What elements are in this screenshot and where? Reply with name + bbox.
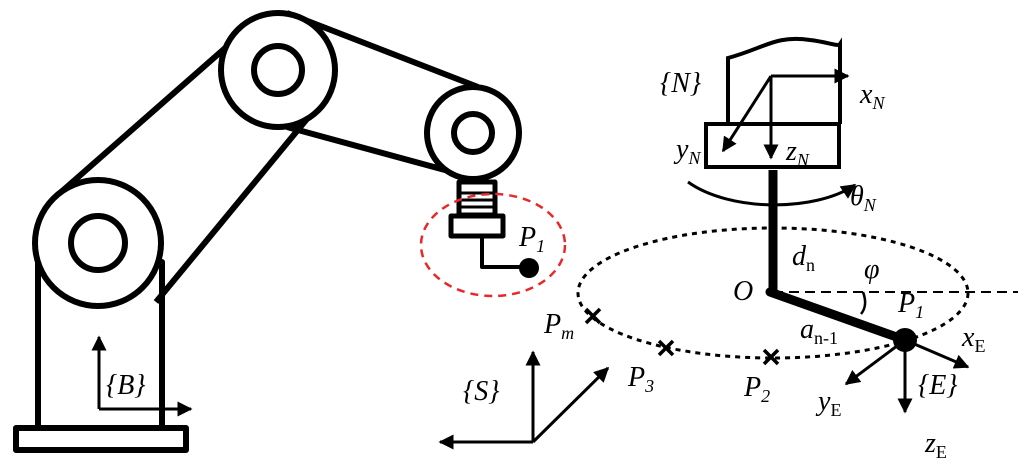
tool-highlight-circle (419, 192, 567, 298)
label-p1-circle: P1 (897, 288, 924, 322)
tool-cylinder (726, 36, 842, 124)
label-pm: Pm (543, 309, 574, 343)
wrist-joint-inner (451, 111, 495, 155)
lower-link-edge-right (153, 106, 319, 304)
label-axis-yN: yN (673, 134, 701, 168)
flange-frame-axes (721, 68, 850, 160)
marker-p3 (657, 339, 675, 357)
label-axis-xE: xE (961, 322, 985, 356)
label-axis-yE: yE (815, 386, 841, 420)
marker-pm (584, 307, 602, 325)
label-axis-zE: zE (924, 428, 947, 462)
label-length-dn: dn (792, 241, 815, 275)
robot-tool-block (448, 213, 506, 239)
station-frame-axes (438, 350, 610, 450)
robot-tool-probe (480, 236, 528, 269)
base-frame-axes (91, 335, 193, 417)
shoulder-joint-inner (68, 213, 128, 273)
marker-p2 (762, 348, 780, 366)
robot-arm (13, 10, 528, 453)
label-p2: P2 (743, 372, 770, 406)
axis-yN (721, 75, 773, 153)
end-point-p1 (893, 328, 917, 352)
label-frame-end: {E} (918, 370, 958, 401)
label-frame-station: {S} (463, 376, 499, 407)
bar-an1 (765, 287, 910, 345)
angle-arc-phi (859, 291, 867, 315)
label-length-an1: an-1 (800, 314, 838, 348)
elbow-joint-inner (251, 43, 305, 97)
label-axis-xN: xN (859, 79, 885, 113)
label-angle-phi: φ (864, 254, 880, 285)
upper-link-edge-top (285, 10, 480, 90)
measurement-points (584, 307, 780, 366)
label-p3: P3 (627, 362, 654, 396)
label-origin: O (733, 276, 753, 307)
label-frame-base: {B} (106, 370, 146, 401)
robot-tool-tip (519, 258, 539, 278)
axis-yE (844, 338, 906, 386)
station-frame-axis-diag (531, 366, 610, 444)
label-angle-thetaN: θN (850, 181, 877, 215)
lower-link-edge-left (58, 32, 242, 196)
label-frame-flange: {N} (660, 68, 701, 99)
label-p1-robot: P1 (518, 222, 545, 256)
robot-base-plate (13, 425, 189, 453)
label-axis-zN: zN (785, 136, 810, 170)
